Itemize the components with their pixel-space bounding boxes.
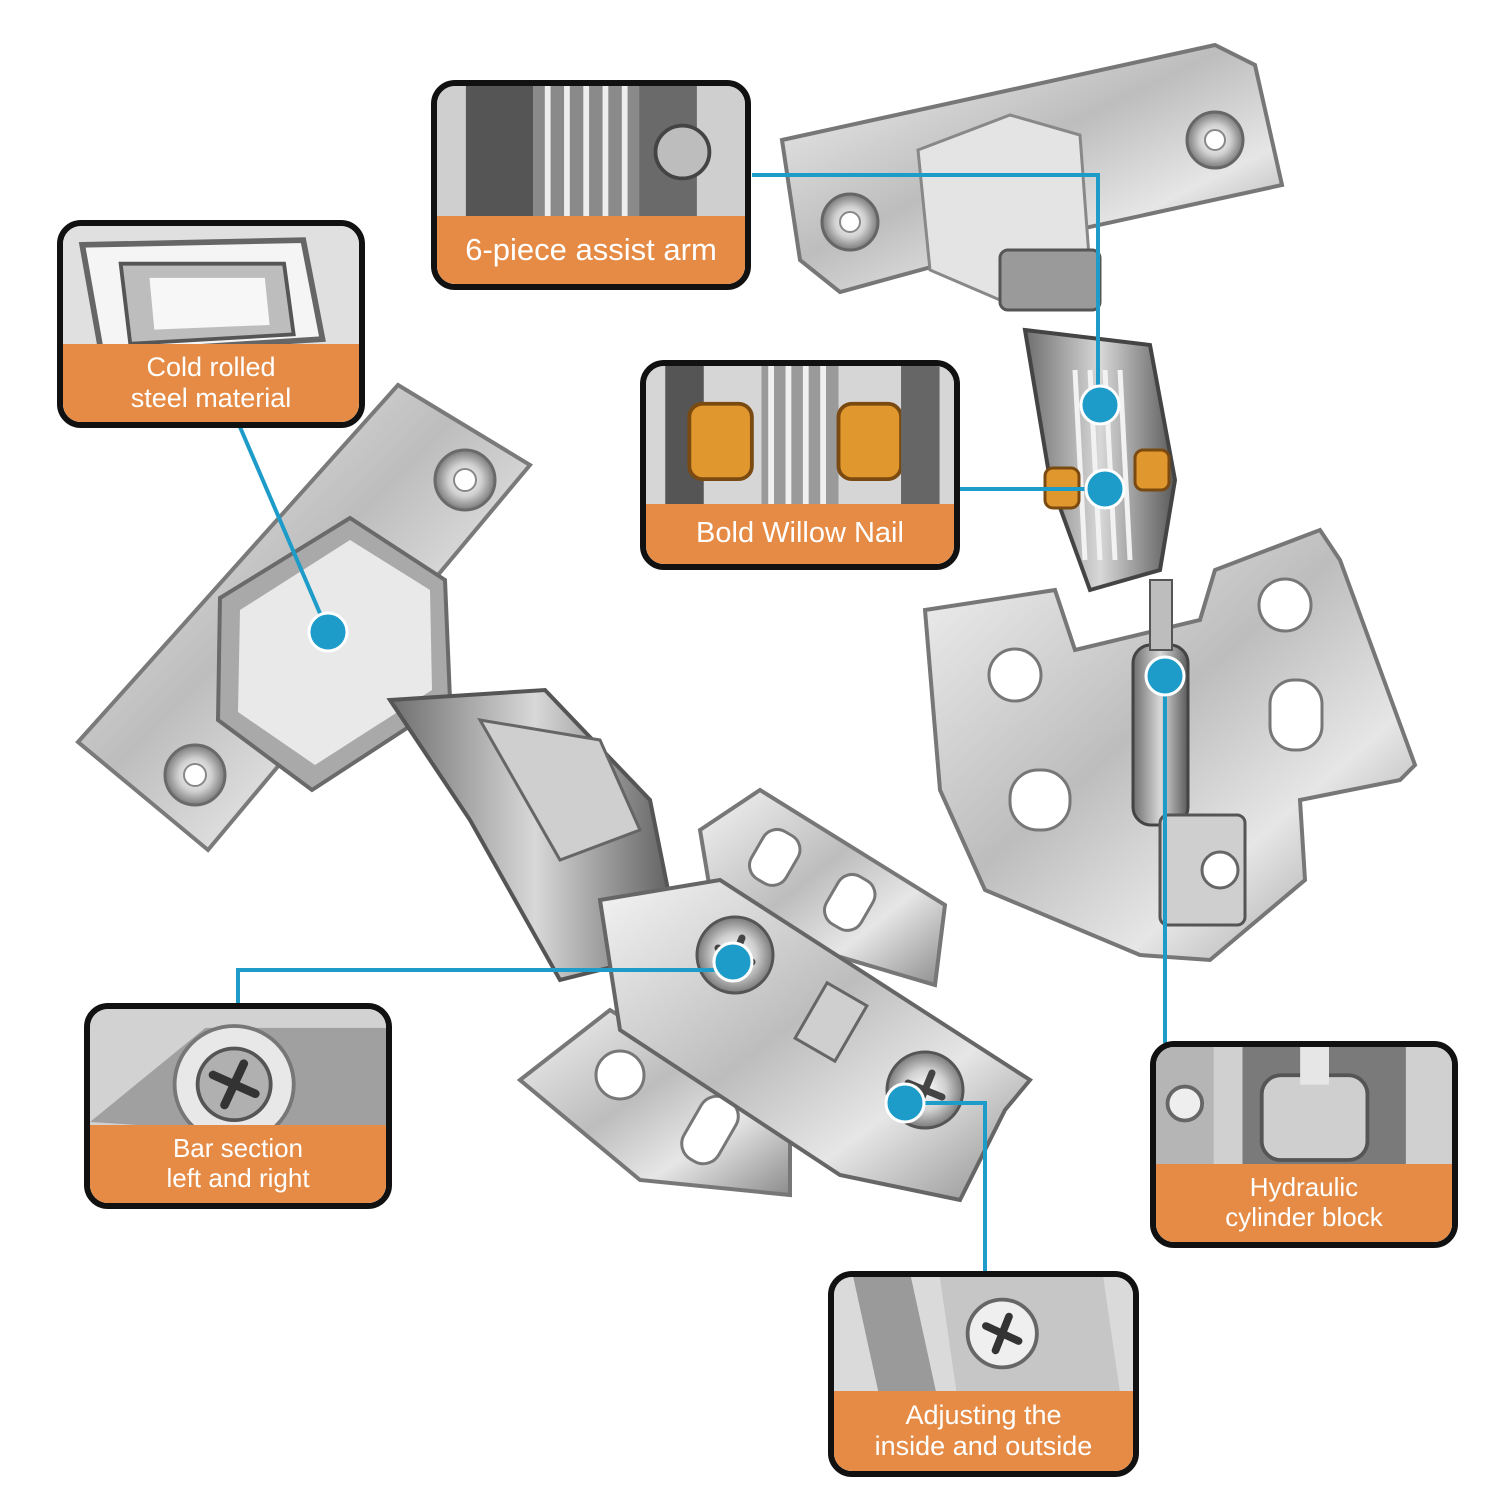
callout-assist-arm: 6-piece assist arm [431, 80, 751, 290]
assist-arm-label: 6-piece assist arm [437, 216, 745, 284]
leader-dot-bar-section [712, 941, 754, 983]
callout-cold-rolled: Cold rolled steel material [57, 220, 365, 428]
leader-dot-willow-nail [1084, 468, 1126, 510]
right-hinge [779, 42, 1418, 963]
callout-bar-section: Bar section left and right [84, 1003, 392, 1209]
leader-adjusting [905, 1101, 987, 1272]
hydraulic-label: Hydraulic cylinder block [1156, 1164, 1452, 1242]
leader-dot-hydraulic [1144, 655, 1186, 697]
leader-dot-assist-arm [1079, 384, 1121, 426]
bar-section-label: Bar section left and right [90, 1125, 386, 1203]
right-hinge-cup-plate [779, 42, 1285, 312]
left-hinge-mounting-plate [516, 787, 948, 1198]
leader-cold-rolled [238, 426, 330, 633]
callout-hydraulic: Hydraulic cylinder block [1150, 1041, 1458, 1248]
callout-willow-nail: Bold Willow Nail [640, 360, 960, 570]
left-hinge [75, 382, 1033, 1203]
cold-rolled-label: Cold rolled steel material [63, 344, 359, 422]
leader-dot-adjusting [884, 1082, 926, 1124]
leader-assist-arm [752, 173, 1100, 405]
leader-dot-cold-rolled [307, 611, 349, 653]
willow-nail-label: Bold Willow Nail [646, 504, 954, 564]
callout-adjusting: Adjusting the inside and outside [828, 1271, 1139, 1477]
adjusting-label: Adjusting the inside and outside [834, 1391, 1133, 1471]
leader-dots [307, 384, 1186, 1124]
left-hinge-cup-plate [75, 382, 534, 853]
